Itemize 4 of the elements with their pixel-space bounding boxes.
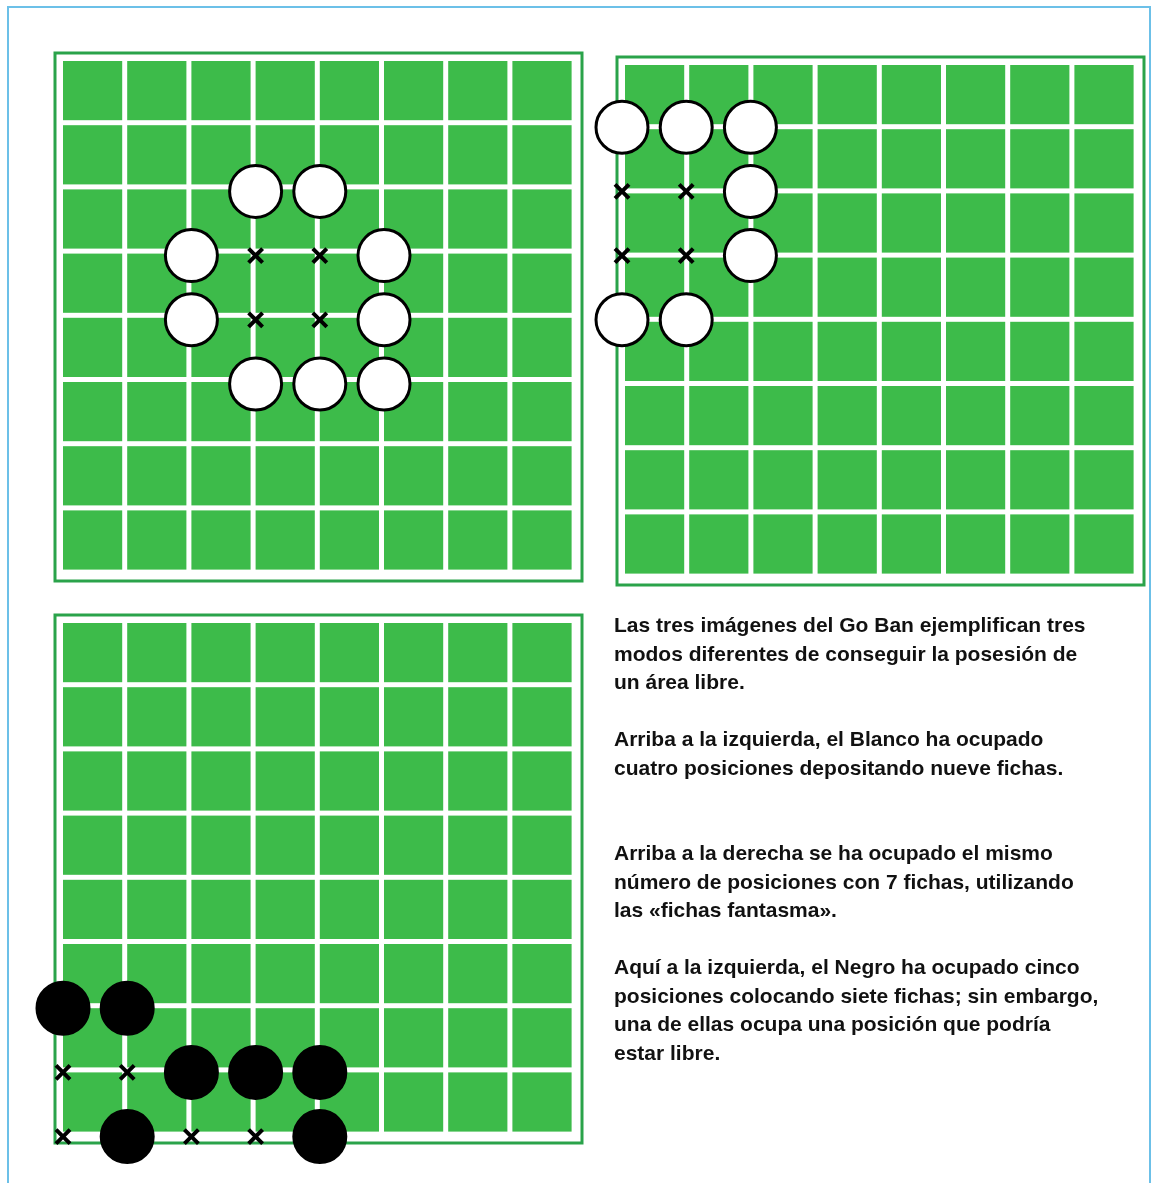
paragraph: Las tres imágenes del Go Ban ejemplifican tres modos diferentes de conseguir la posesión de un área libre.	[614, 612, 1087, 695]
paragraph: Arriba a la izquierda, el Blanco ha ocupado cuatro posiciones depositando nueve fichas.	[614, 726, 1065, 781]
paragraph: Arriba a la derecha se ha ocupado el mismo número de posiciones con 7 fichas, utilizando las «fichas fantasma».	[614, 840, 1075, 923]
paragraph: Aquí a la izquierda, el Negro ha ocupado cinco posiciones colocando siete fichas; sin embargo, una de ellas ocupa una posición que podría estar libre.	[614, 954, 1099, 1066]
